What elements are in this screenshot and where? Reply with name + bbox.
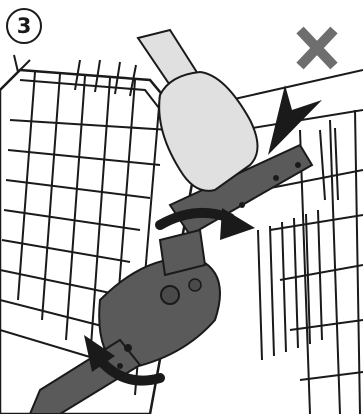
spatula bbox=[138, 30, 258, 191]
spray-arm bbox=[30, 145, 312, 414]
arrowhead-icon bbox=[268, 85, 322, 155]
x-mark-icon bbox=[300, 30, 334, 66]
